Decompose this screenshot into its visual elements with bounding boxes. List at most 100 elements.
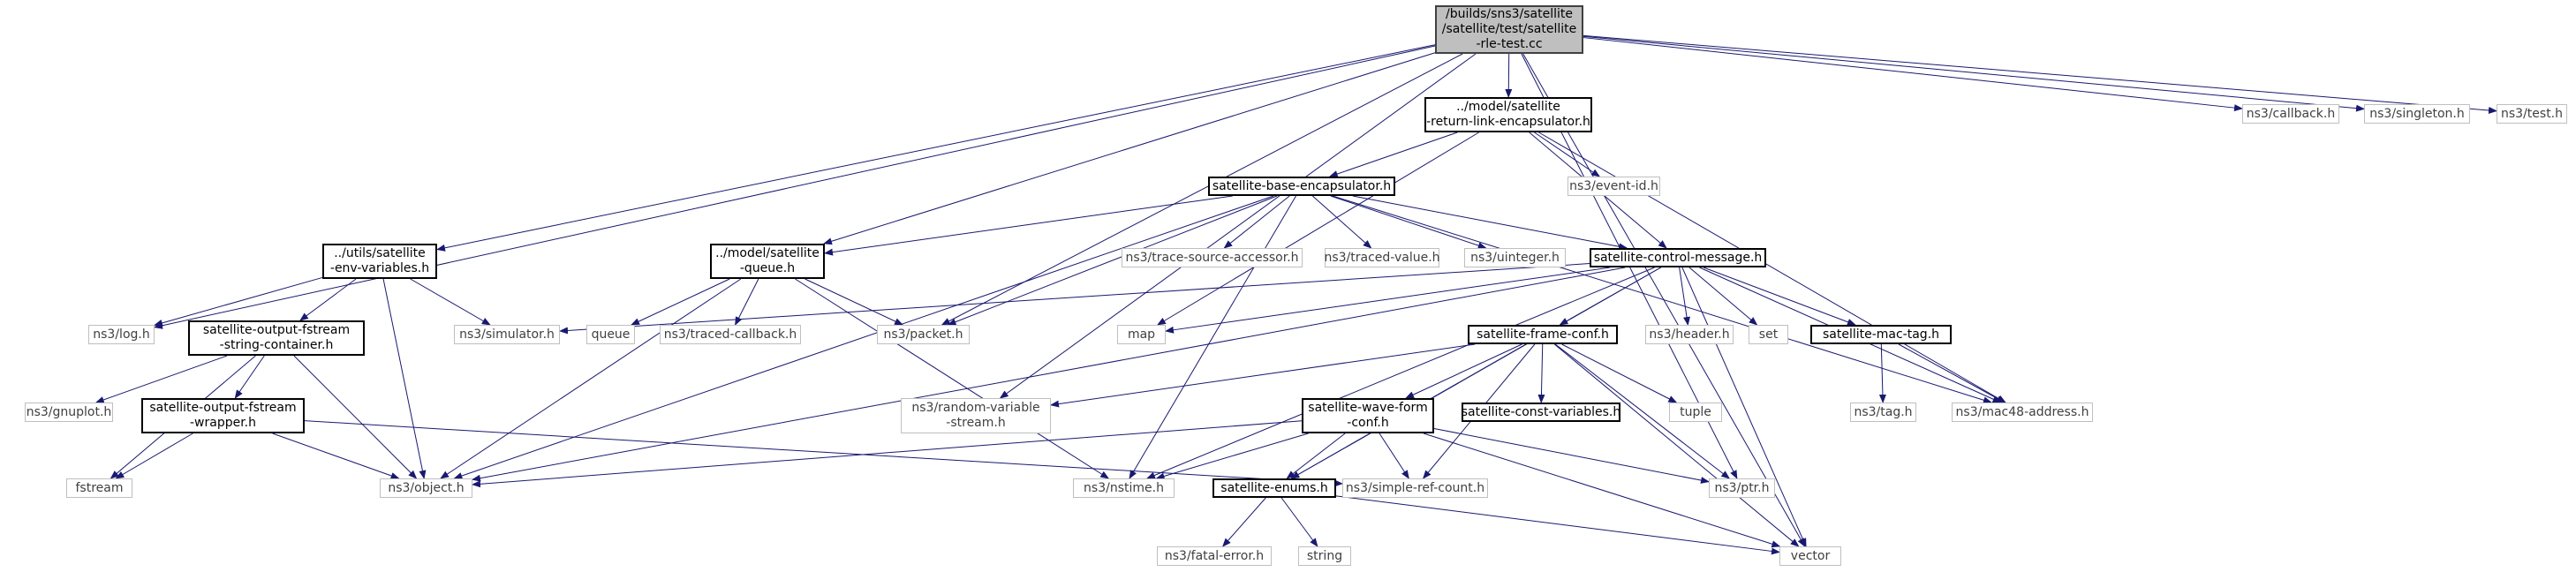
node-ns3-packet-h: ns3/packet.h xyxy=(877,325,970,344)
node-ns3-mac48-address-h: ns3/mac48-address.h xyxy=(1952,403,2093,422)
include-edges xyxy=(94,34,2497,555)
edge-frame_conf-to-tuple xyxy=(1561,343,1678,403)
edge-frame_conf-to-ptr xyxy=(1554,343,1731,479)
edge-ctrl_msg-to-nstime xyxy=(1146,267,1655,479)
edge-env_vars-to-simulator xyxy=(410,278,491,326)
edge-root-to-log xyxy=(154,45,1436,329)
edge-frame_conf-to-wave_form xyxy=(1405,343,1522,399)
edge-fstream_container-to-fstream_wrapper xyxy=(234,355,265,399)
edge-root-to-packet xyxy=(941,53,1463,326)
edge-base_encap-to-queue_h xyxy=(824,195,1233,256)
node-satellite-output-fstream-wrapper-h[interactable]: satellite-output-fstream -wrapper.h xyxy=(141,398,305,433)
edge-fstream_wrapper-to-object xyxy=(272,433,400,479)
node-ns3-traced-value-h: ns3/traced-value.h xyxy=(1324,248,1440,267)
edge-frame_conf-to-random_var xyxy=(1050,343,1476,408)
edge-frame_conf-to-const_vars xyxy=(1537,343,1545,403)
edge-wave_form-to-simple_ref xyxy=(1379,433,1409,479)
edge-root-to-queue_h xyxy=(823,52,1436,245)
node-ns3-log-h: ns3/log.h xyxy=(88,325,155,344)
edge-base_encap-to-mac48 xyxy=(1332,195,1992,404)
edge-mac_tag-to-tag xyxy=(1878,343,1886,403)
edge-queue_h-to-traced_callback xyxy=(735,278,759,326)
edge-base_encap-to-trace_src xyxy=(1223,195,1290,249)
edge-ctrl_msg-to-header xyxy=(1679,267,1690,326)
node-satellite-base-encapsulator-h[interactable]: satellite-base-encapsulator.h xyxy=(1208,177,1395,196)
node-ns3-event-id-h: ns3/event-id.h xyxy=(1568,177,1660,196)
edge-ctrl_msg-to-map xyxy=(1165,267,1611,334)
node-tuple: tuple xyxy=(1669,403,1722,422)
edge-rle_encap-to-event_id xyxy=(1534,132,1601,177)
node-fstream: fstream xyxy=(66,478,132,498)
edge-root-to-singleton xyxy=(1583,35,2365,112)
edge-fstream_container-to-object xyxy=(293,355,418,479)
edge-base_encap-to-traced_value xyxy=(1312,195,1372,249)
node-satellite-control-message-h[interactable]: satellite-control-message.h xyxy=(1590,248,1766,267)
node-ns3-simulator-h: ns3/simulator.h xyxy=(454,325,560,344)
edge-base_encap-to-packet xyxy=(947,195,1278,326)
edge-base_encap-to-nstime xyxy=(1129,195,1296,479)
node-ns3-simple-ref-count-h: ns3/simple-ref-count.h xyxy=(1342,478,1488,498)
node-queue: queue xyxy=(586,325,635,344)
node-ns3-gnuplot-h: ns3/gnuplot.h xyxy=(25,403,113,422)
node-vector: vector xyxy=(1779,546,1841,566)
node-satellite-const-variables-h[interactable]: satellite-const-variables.h xyxy=(1462,403,1620,422)
edge-wave_form-to-nstime xyxy=(1155,433,1309,480)
edge-ctrl_msg-to-mac_tag xyxy=(1703,267,1856,326)
node-satellite-env-variables-h[interactable]: ../utils/satellite -env-variables.h xyxy=(322,244,437,279)
edge-ctrl_msg-to-object xyxy=(472,267,1626,482)
edge-root-to-rle_encap xyxy=(1505,53,1513,98)
edge-rle_encap-to-base_encap xyxy=(1328,132,1458,177)
edge-base_encap-to-ctrl_msg xyxy=(1352,195,1628,251)
node-satellite-frame-conf-h[interactable]: satellite-frame-conf.h xyxy=(1468,325,1618,344)
edge-frame_conf-to-vector xyxy=(1553,343,1800,547)
edge-ctrl_msg-to-set xyxy=(1688,267,1758,326)
edge-env_vars-to-log xyxy=(154,276,323,327)
edge-fstream_wrapper-to-simple_ref xyxy=(304,420,1343,487)
edge-enums-to-vector xyxy=(1335,495,1780,555)
edge-wave_form-to-ptr xyxy=(1433,428,1710,484)
node-ns3-tag-h: ns3/tag.h xyxy=(1850,403,1916,422)
edge-ctrl_msg-to-simulator xyxy=(559,263,1590,335)
node-map: map xyxy=(1117,325,1166,344)
edge-enums-to-fatal_error xyxy=(1222,497,1266,547)
edge-root-to-random_var xyxy=(999,53,1477,399)
edge-rle_encap-to-map xyxy=(1156,132,1479,326)
node-ns3-nstime-h: ns3/nstime.h xyxy=(1073,478,1175,498)
node-satellite-output-fstream-string-container-h[interactable]: satellite-output-fstream -string-contain… xyxy=(188,320,365,356)
edge-root-to-test xyxy=(1583,34,2497,114)
edge-mac_tag-to-mac48 xyxy=(1898,343,2006,403)
node-ns3-fatal-error-h: ns3/fatal-error.h xyxy=(1157,546,1272,566)
node-satellite-wave-form-conf-h[interactable]: satellite-wave-form -conf.h xyxy=(1302,398,1434,433)
node-ns3-ptr-h: ns3/ptr.h xyxy=(1709,478,1775,498)
edge-queue_h-to-object xyxy=(440,278,742,479)
node-set: set xyxy=(1749,325,1788,344)
edge-queue_h-to-queue xyxy=(631,278,730,326)
edge-fstream_wrapper-to-fstream xyxy=(115,433,193,479)
node-satellite-return-link-encapsulator-h[interactable]: ../model/satellite -return-link-encapsul… xyxy=(1424,97,1592,132)
node-ns3-singleton-h: ns3/singleton.h xyxy=(2364,104,2470,124)
edge-root-to-callback xyxy=(1583,37,2243,112)
edge-wave_form-to-object xyxy=(472,420,1303,488)
node-satellite-queue-h[interactable]: ../model/satellite -queue.h xyxy=(710,244,825,279)
node-ns3-uinteger-h: ns3/uinteger.h xyxy=(1464,248,1566,267)
edge-queue_h-to-nstime xyxy=(795,278,1110,479)
edge-base_encap-to-object xyxy=(453,195,1274,479)
edge-wave_form-to-enums xyxy=(1286,433,1346,479)
edge-env_vars-to-object xyxy=(382,278,427,479)
node-ns3-object-h: ns3/object.h xyxy=(380,478,472,498)
node-ns3-random-variable-stream-h: ns3/random-variable -stream.h xyxy=(901,398,1051,433)
edge-enums-to-string xyxy=(1280,497,1318,547)
node-satellite-mac-tag-h[interactable]: satellite-mac-tag.h xyxy=(1810,325,1952,344)
node-ns3-test-h: ns3/test.h xyxy=(2497,104,2567,124)
edge-root-to-env_vars xyxy=(436,44,1436,252)
node-ns3-header-h: ns3/header.h xyxy=(1645,325,1734,344)
node-satellite-enums-h[interactable]: satellite-enums.h xyxy=(1212,478,1336,498)
node-ns3-traced-callback-h: ns3/traced-callback.h xyxy=(660,325,801,344)
node-satellite-rle-test-cc: /builds/sns3/satellite /satellite/test/s… xyxy=(1435,5,1583,54)
node-ns3-callback-h: ns3/callback.h xyxy=(2242,104,2339,124)
edge-fstream_container-to-gnuplot xyxy=(94,355,228,403)
node-ns3-trace-source-accessor-h: ns3/trace-source-accessor.h xyxy=(1122,248,1303,267)
edge-wave_form-to-vector xyxy=(1423,433,1781,548)
edge-queue_h-to-packet xyxy=(805,278,904,326)
